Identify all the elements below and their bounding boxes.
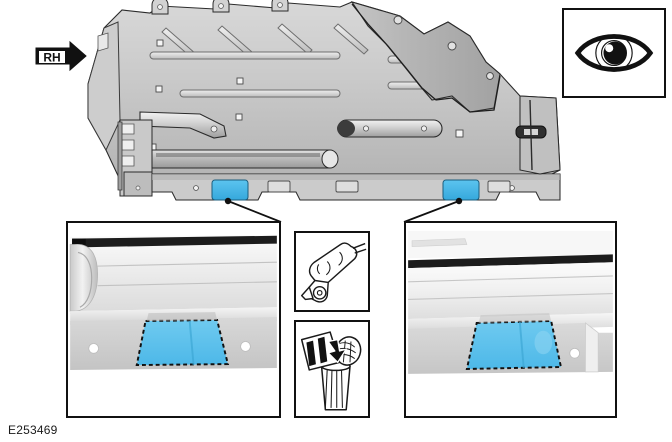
air-saw-icon <box>300 242 367 303</box>
main-panel-drawing: RH <box>35 0 561 201</box>
lower-sill-rail <box>151 149 339 169</box>
leader-line-left <box>224 197 282 223</box>
main-assembly-view: RH <box>0 0 672 215</box>
visual-check-symbol-box <box>562 8 666 98</box>
detail-view-right <box>404 221 617 418</box>
figure-id-label: E253469 <box>8 423 58 437</box>
panel-upper-surface <box>70 234 277 312</box>
cut-zone-highlight <box>465 319 563 370</box>
left-flange-slot <box>97 32 109 52</box>
tubular-reinforcement <box>337 119 443 138</box>
flange-hole <box>88 341 251 354</box>
detail-left-drawing <box>68 223 279 416</box>
panel-character-lines <box>408 275 613 300</box>
panel-top-band <box>408 230 613 259</box>
rh-label: RH <box>43 51 60 65</box>
detail-view-left <box>66 221 281 418</box>
flange-hole <box>569 348 580 359</box>
stiffening-rib <box>161 23 369 59</box>
cut-zone-highlight <box>135 318 230 367</box>
panel-upper-surface <box>408 262 613 320</box>
mount-tab <box>271 0 289 12</box>
panel-seam-dark <box>72 235 277 248</box>
mount-tab <box>151 0 169 15</box>
lower-left-bracket <box>117 119 153 197</box>
trash-bin <box>320 361 351 411</box>
leader-lines <box>0 190 672 235</box>
detail-right-drawing <box>406 223 615 416</box>
flange-step <box>585 322 599 373</box>
leader-line-right <box>403 197 463 223</box>
panel-seam-curve <box>351 3 501 113</box>
right-end-bracket <box>515 95 561 175</box>
discard-symbol-box <box>294 320 370 418</box>
mount-tab <box>212 0 230 13</box>
panel-seam-dark <box>408 254 613 269</box>
discard-parts-icon <box>300 331 362 411</box>
right-hand-direction-arrow: RH <box>35 40 87 72</box>
eye-icon <box>574 34 654 72</box>
cutting-tool-symbol-box <box>294 231 370 312</box>
discard-arrow <box>327 338 347 364</box>
